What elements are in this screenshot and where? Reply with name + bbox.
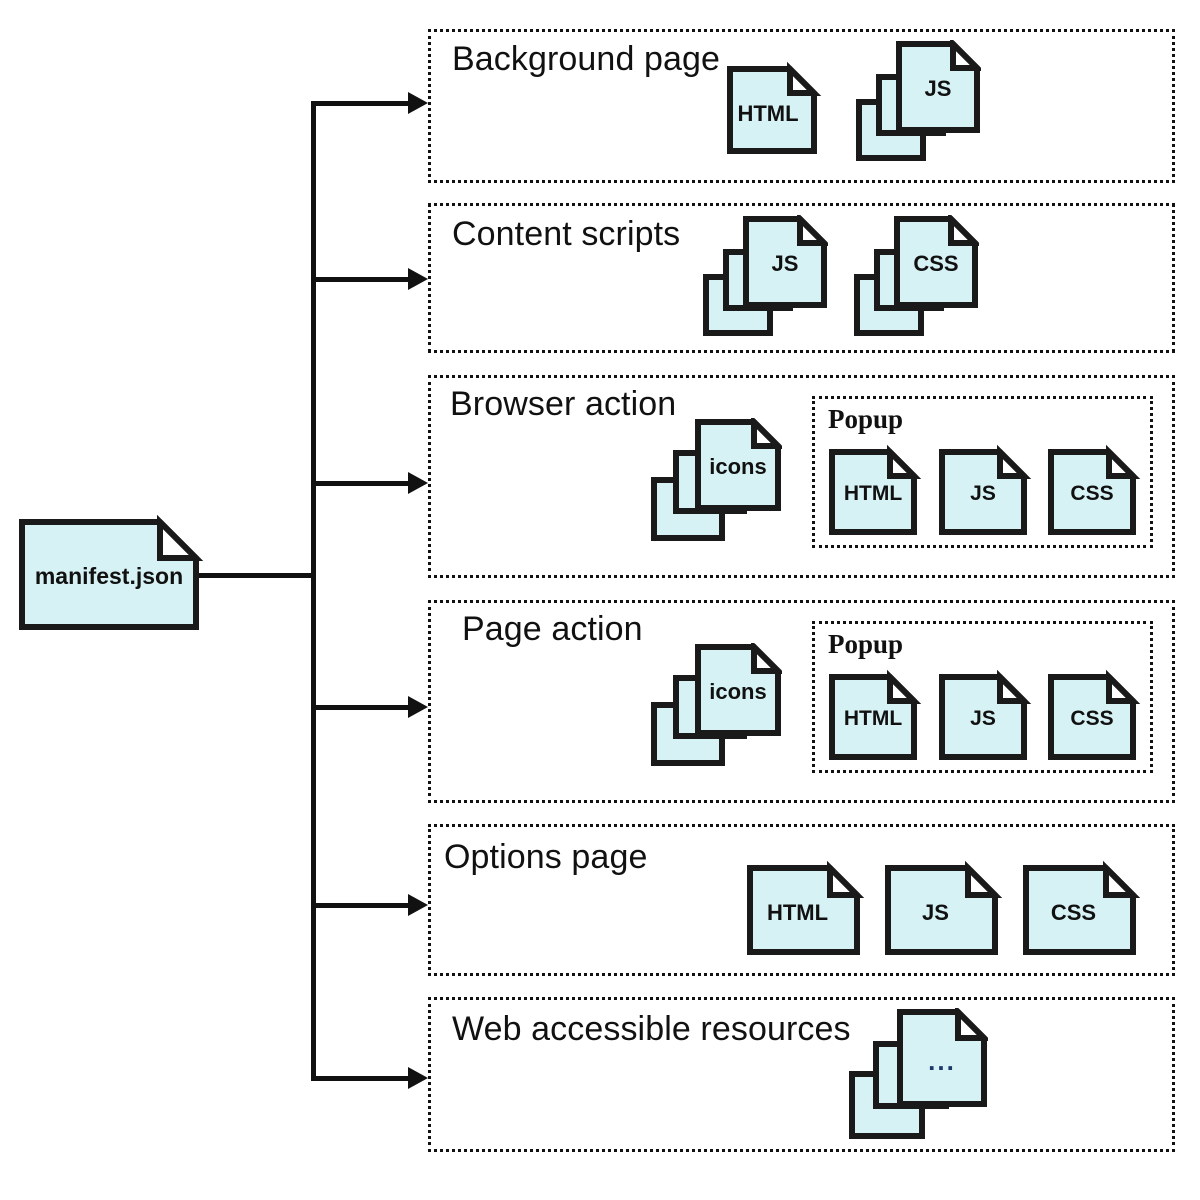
arrowhead-browser-action bbox=[408, 472, 428, 494]
popup-title-browser-action: Popup bbox=[828, 404, 904, 434]
section-title-background-page: Background page bbox=[452, 40, 721, 78]
doc-stack-js-background-page[interactable]: JS bbox=[855, 36, 985, 162]
doc-js-options-page[interactable]: JS bbox=[884, 860, 1003, 956]
document-stack-icon bbox=[651, 639, 786, 766]
doc-stack-icons-page-action[interactable]: icons bbox=[650, 639, 786, 767]
doc-html-page-action-popup[interactable]: HTML bbox=[828, 669, 922, 761]
connector-branch-background-page bbox=[311, 101, 417, 106]
section-title-content-scripts: Content scripts bbox=[452, 215, 681, 253]
arrowhead-web-accessible-resources bbox=[408, 1067, 428, 1089]
doc-html-browser-action-popup[interactable]: HTML bbox=[828, 444, 922, 536]
document-icon bbox=[829, 669, 922, 760]
document-stack-icon bbox=[854, 211, 983, 336]
doc-html-background-page[interactable]: HTML bbox=[726, 61, 822, 155]
section-title-browser-action: Browser action bbox=[450, 385, 677, 423]
document-icon bbox=[727, 61, 822, 154]
arrowhead-options-page bbox=[408, 894, 428, 916]
section-title-web-accessible-resources: Web accessible resources bbox=[452, 1010, 851, 1048]
arrowhead-page-action bbox=[408, 696, 428, 718]
document-icon bbox=[829, 444, 922, 535]
manifest-json-node[interactable]: manifest.json bbox=[18, 514, 204, 631]
document-icon bbox=[1023, 860, 1141, 955]
document-icon bbox=[885, 860, 1003, 955]
doc-css-browser-action-popup[interactable]: CSS bbox=[1047, 444, 1141, 536]
doc-stack-resources[interactable]: ... bbox=[848, 1004, 992, 1140]
connector-root-to-trunk bbox=[196, 573, 316, 578]
doc-stack-js-content-scripts[interactable]: JS bbox=[702, 211, 832, 337]
section-title-page-action: Page action bbox=[462, 610, 643, 648]
arrowhead-background-page bbox=[408, 92, 428, 114]
document-stack-icon bbox=[651, 414, 786, 541]
popup-title-page-action: Popup bbox=[828, 629, 904, 659]
doc-js-page-action-popup[interactable]: JS bbox=[938, 669, 1032, 761]
connector-branch-browser-action bbox=[311, 481, 417, 486]
doc-css-options-page[interactable]: CSS bbox=[1022, 860, 1141, 956]
doc-css-page-action-popup[interactable]: CSS bbox=[1047, 669, 1141, 761]
document-icon bbox=[939, 444, 1032, 535]
connector-branch-options-page bbox=[311, 903, 417, 908]
connector-branch-content-scripts bbox=[311, 277, 417, 282]
doc-js-browser-action-popup[interactable]: JS bbox=[938, 444, 1032, 536]
document-icon bbox=[939, 669, 1032, 760]
doc-stack-icons-browser-action[interactable]: icons bbox=[650, 414, 786, 542]
doc-html-options-page[interactable]: HTML bbox=[746, 860, 865, 956]
connector-branch-web-accessible-resources bbox=[311, 1076, 417, 1081]
arrowhead-content-scripts bbox=[408, 268, 428, 290]
section-title-options-page: Options page bbox=[444, 838, 648, 876]
connector-trunk bbox=[311, 101, 316, 1081]
document-stack-icon bbox=[703, 211, 832, 336]
doc-stack-css-content-scripts[interactable]: CSS bbox=[853, 211, 983, 337]
document-icon bbox=[747, 860, 865, 955]
document-stack-icon bbox=[849, 1004, 992, 1139]
document-stack-icon bbox=[856, 36, 985, 161]
section-web-accessible-resources[interactable] bbox=[428, 997, 1175, 1152]
document-icon bbox=[1048, 669, 1141, 760]
document-icon bbox=[19, 514, 204, 630]
connector-branch-page-action bbox=[311, 705, 417, 710]
document-icon bbox=[1048, 444, 1141, 535]
